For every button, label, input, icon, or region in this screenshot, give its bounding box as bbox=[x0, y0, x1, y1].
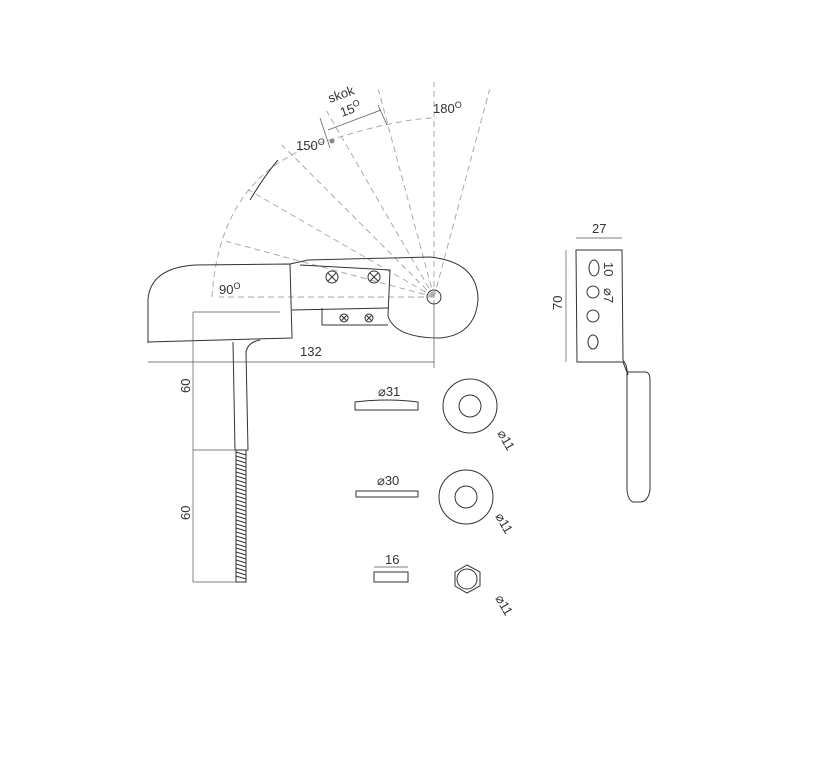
dim-line bbox=[327, 109, 382, 131]
bracket-hole bbox=[587, 334, 599, 350]
washer-2-hole-dim: ⌀11 bbox=[492, 510, 516, 536]
nut-front bbox=[454, 564, 481, 594]
slot-dim: 10 bbox=[601, 262, 616, 276]
hinge-cover bbox=[147, 263, 293, 343]
nut-hole-dim: ⌀11 bbox=[492, 592, 516, 618]
hinge-plate bbox=[291, 307, 389, 326]
nut-hole bbox=[456, 568, 478, 590]
washer-2-outer-dim: ⌀30 bbox=[377, 473, 399, 488]
rotation-ray bbox=[326, 110, 435, 298]
rotation-ray bbox=[226, 240, 435, 298]
angle-180-label: 180O bbox=[433, 100, 462, 116]
dim-line bbox=[377, 104, 388, 126]
stop-point bbox=[329, 138, 335, 144]
washer-1-hole bbox=[458, 394, 482, 418]
angle-90-label: 90O bbox=[219, 281, 240, 297]
bracket bbox=[575, 249, 629, 376]
washer-2-front bbox=[438, 469, 494, 525]
rotation-arrow bbox=[249, 159, 279, 201]
slot-hole bbox=[588, 259, 600, 277]
screw-icons bbox=[325, 270, 381, 323]
threaded-rod bbox=[235, 449, 247, 583]
bracket-width-dim: 27 bbox=[592, 221, 606, 236]
washer-1-outer-dim: ⌀31 bbox=[378, 384, 400, 399]
bracket-hole bbox=[586, 309, 600, 323]
angle-150-label: 150O bbox=[296, 137, 325, 153]
washer-2-side bbox=[355, 490, 419, 498]
hole-dim: ⌀7 bbox=[601, 288, 616, 303]
bracket-hole bbox=[586, 285, 600, 299]
hinge-arm bbox=[289, 256, 479, 339]
rotation-ray bbox=[433, 89, 491, 298]
length-dim: 132 bbox=[300, 344, 322, 359]
rotation-ray bbox=[247, 189, 435, 298]
washer-1-side bbox=[354, 399, 419, 411]
washer-2-hole bbox=[454, 485, 478, 509]
washer-1-hole-dim: ⌀11 bbox=[494, 427, 518, 453]
dim-line bbox=[319, 117, 331, 149]
nut-width-dim: 16 bbox=[385, 552, 399, 567]
bracket-arm bbox=[626, 371, 651, 503]
rotation-ray bbox=[281, 144, 435, 298]
washer-1-front bbox=[442, 378, 498, 434]
rotation-arc bbox=[211, 117, 438, 298]
rotation-rays bbox=[219, 82, 491, 298]
rotation-ray bbox=[377, 89, 435, 298]
thread-height-dim: 60 bbox=[178, 506, 193, 520]
bracket-height-dim: 70 bbox=[550, 296, 565, 310]
nut-side bbox=[373, 571, 409, 583]
shaft bbox=[232, 339, 261, 451]
upper-height-dim: 60 bbox=[178, 379, 193, 393]
